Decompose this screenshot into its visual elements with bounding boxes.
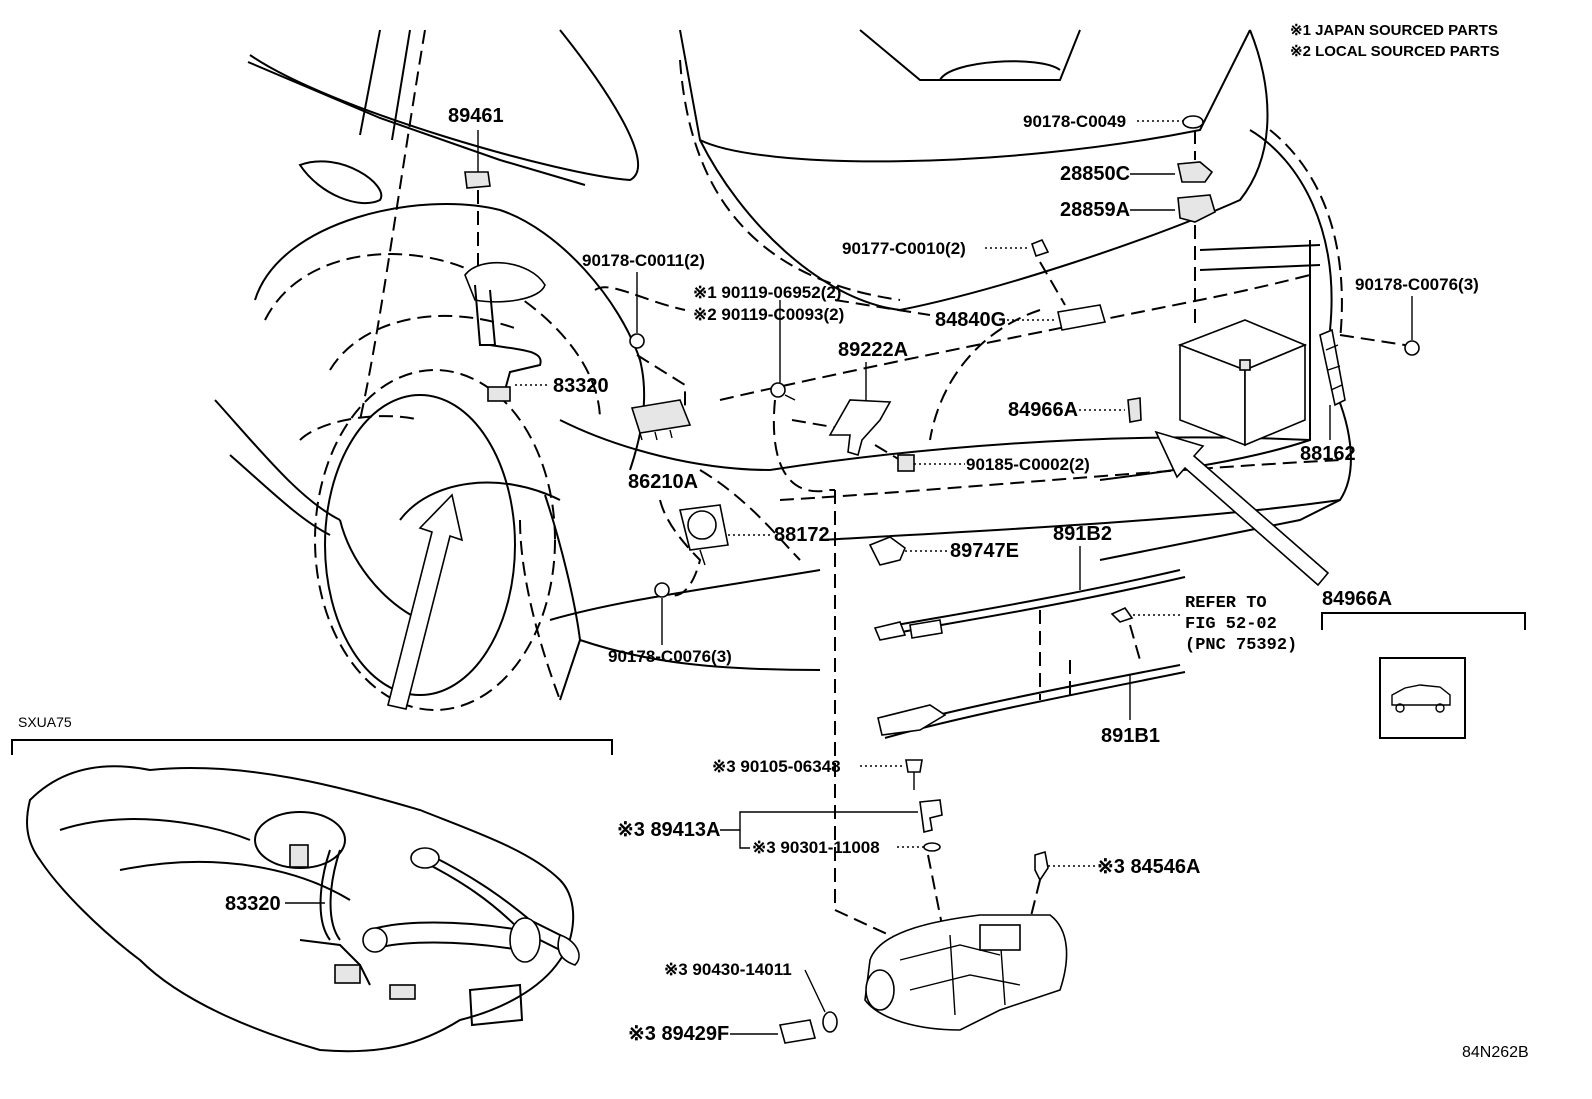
part-90178-C0076-left[interactable]: 90178-C0076(3) xyxy=(608,582,732,666)
figure-code: 84N262B xyxy=(1462,1044,1529,1061)
refer-line-3: (PNC 75392) xyxy=(1185,636,1297,655)
connector-line-86210A xyxy=(636,354,686,410)
part-90430-14011[interactable]: ※3 90430-14011 xyxy=(664,960,838,1033)
part-90178-C0076-right[interactable]: 90178-C0076(3) xyxy=(1355,275,1479,356)
label-89461: 89461 xyxy=(448,105,504,127)
refer-line-1: REFER TO xyxy=(1185,594,1267,613)
part-89461[interactable]: 89461 xyxy=(448,105,504,189)
part-84840G[interactable]: 84840G xyxy=(935,304,1107,331)
part-88172[interactable]: 88172 xyxy=(679,504,830,566)
label-90301-11008: ※3 90301-11008 xyxy=(752,838,880,857)
legend-note-2: ※2 LOCAL SOURCED PARTS xyxy=(1290,43,1500,60)
label-84840G: 84840G xyxy=(935,309,1006,331)
legend: ※1 JAPAN SOURCED PARTS ※2 LOCAL SOURCED … xyxy=(1290,22,1500,60)
part-86210A[interactable]: 86210A xyxy=(628,399,698,493)
label-89747E: 89747E xyxy=(950,540,1019,562)
part-90177-C0010[interactable]: 90177-C0010(2) xyxy=(842,238,1050,258)
label-90178-C0076-right: 90178-C0076(3) xyxy=(1355,275,1479,294)
label-84966A-arrow: 84966A xyxy=(1322,588,1392,610)
label-90178-C0011: 90178-C0011(2) xyxy=(582,251,705,270)
fuel-tank-inset: SXUA75 83320 xyxy=(11,714,613,1053)
connector-line-84840G xyxy=(1039,261,1066,306)
transmission-case xyxy=(864,914,1068,1031)
battery xyxy=(1177,319,1308,447)
part-90301-11008[interactable]: ※3 90301-11008 xyxy=(739,830,941,857)
label-90119-C0093: ※2 90119-C0093(2) xyxy=(693,305,844,324)
part-28850C[interactable]: 28850C xyxy=(1060,161,1214,185)
vehicle-icon-inset xyxy=(1321,612,1526,739)
connector-line-89222A-b xyxy=(874,444,901,461)
label-90178-C0049: 90178-C0049 xyxy=(1023,112,1126,131)
part-90178-C0011[interactable]: 90178-C0011(2) xyxy=(582,251,705,349)
suv-icon xyxy=(1391,684,1451,713)
part-90119[interactable]: ※1 90119-06952(2) ※2 90119-C0093(2) xyxy=(693,283,844,401)
label-90177-C0010: 90177-C0010(2) xyxy=(842,239,966,258)
label-89429F: ※3 89429F xyxy=(628,1023,729,1045)
part-89413A[interactable]: ※3 89413A xyxy=(617,799,943,841)
connector-line-refer xyxy=(1129,624,1141,661)
part-89747E[interactable]: 89747E xyxy=(868,536,1019,566)
connector-line-transmission xyxy=(834,490,901,941)
label-84546A: ※3 84546A xyxy=(1097,856,1201,878)
part-89429F[interactable]: ※3 89429F xyxy=(628,1019,817,1045)
part-90178-C0049[interactable]: 90178-C0049 xyxy=(1023,112,1204,131)
variant-label: SXUA75 xyxy=(18,714,72,730)
direction-arrows xyxy=(387,430,1330,710)
label-90185-C0002: 90185-C0002(2) xyxy=(966,455,1090,474)
part-84966A-mid[interactable]: 84966A xyxy=(1008,397,1142,423)
part-90185-C0002[interactable]: 90185-C0002(2) xyxy=(897,454,1090,474)
part-891B1[interactable]: 891B1 xyxy=(877,664,1186,747)
label-83320-top: 83320 xyxy=(553,375,609,397)
part-891B2[interactable]: 891B2 xyxy=(873,523,1186,641)
label-90105-06348: ※3 90105-06348 xyxy=(712,757,841,776)
connector-line-88162 xyxy=(1339,334,1406,346)
connector-line-88172 xyxy=(659,499,702,597)
label-90430-14011: ※3 90430-14011 xyxy=(664,960,792,979)
part-90105-06348[interactable]: ※3 90105-06348 xyxy=(712,757,923,790)
label-83320-tank: 83320 xyxy=(225,893,281,915)
label-90119-06952: ※1 90119-06952(2) xyxy=(693,283,841,302)
part-83320-sensor[interactable]: 83320 xyxy=(464,261,609,402)
guide-line-2 xyxy=(834,299,931,316)
refer-note: REFER TO FIG 52-02 (PNC 75392) xyxy=(1110,594,1297,655)
legend-note-1: ※1 JAPAN SOURCED PARTS xyxy=(1290,22,1498,39)
vehicle-side-outline xyxy=(214,29,821,711)
label-28850C: 28850C xyxy=(1060,163,1130,185)
part-88162[interactable]: 88162 xyxy=(1300,328,1356,465)
part-89222A[interactable]: 89222A xyxy=(828,339,908,457)
refer-line-2: FIG 52-02 xyxy=(1185,615,1277,634)
connector-line-84546A xyxy=(1029,879,1041,921)
label-88172: 88172 xyxy=(774,524,830,546)
label-90178-C0076-left: 90178-C0076(3) xyxy=(608,647,732,666)
label-28859A: 28859A xyxy=(1060,199,1130,221)
label-86210A: 86210A xyxy=(628,471,698,493)
label-84966A-mid: 84966A xyxy=(1008,399,1078,421)
connector-line-90119 xyxy=(772,399,835,493)
label-89222A: 89222A xyxy=(838,339,908,361)
part-28859A[interactable]: 28859A xyxy=(1060,194,1216,223)
label-88162: 88162 xyxy=(1300,443,1356,465)
guide-line-1 xyxy=(594,286,686,311)
part-84546A[interactable]: ※3 84546A xyxy=(1034,850,1201,882)
label-891B1: 891B1 xyxy=(1101,725,1160,747)
label-891B2: 891B2 xyxy=(1053,523,1112,545)
label-89413A: ※3 89413A xyxy=(617,819,721,841)
